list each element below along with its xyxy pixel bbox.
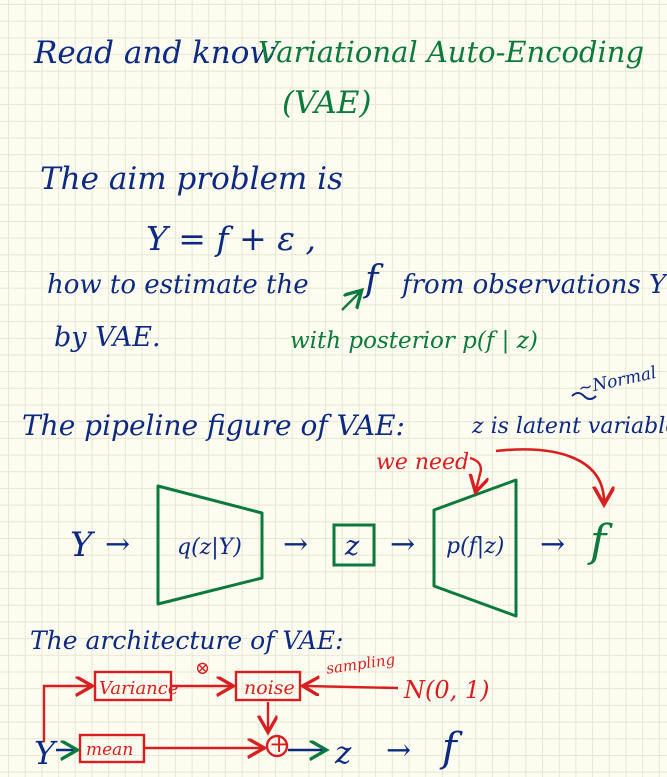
mean-box	[78, 733, 146, 764]
pipeline-output: f	[590, 516, 607, 567]
architecture-noise: noise	[244, 677, 295, 699]
problem-by: by VAE.	[54, 322, 161, 353]
architecture-normal: N(0, 1)	[404, 676, 490, 704]
architecture-mean: mean	[86, 740, 134, 760]
f-pointer-arrow	[341, 292, 360, 311]
problem-question-tail: from observations Y	[402, 270, 667, 300]
pipeline-input: Y	[70, 525, 93, 565]
encoder-trapezoid	[156, 484, 264, 606]
architecture-input: Y	[34, 734, 56, 772]
architecture-times: ⊗	[195, 658, 211, 679]
problem-equation: Y = f + ε ,	[146, 219, 316, 258]
plus-node	[265, 734, 289, 758]
we-need-arrow	[470, 456, 481, 490]
pipeline-latent-note: z is latent variable	[472, 414, 667, 439]
decoder-to-f-arrow	[495, 448, 604, 502]
architecture-latent: z	[335, 735, 352, 771]
title-topic: Variational Auto-Encoding	[258, 35, 645, 69]
y-to-variance-arrow	[42, 686, 90, 742]
pipeline-arrow-3: →	[390, 527, 416, 562]
architecture-variance: Variance	[99, 678, 179, 699]
problem-question: how to estimate the	[47, 270, 309, 300]
pipeline-arrow-2: →	[283, 527, 309, 562]
problem-intro: The aim problem is	[40, 161, 343, 197]
variance-box	[93, 670, 173, 702]
pipeline-latent: z	[345, 531, 360, 562]
pipeline-decoder: p(f|z)	[446, 534, 505, 559]
problem-f-symbol: f	[365, 259, 379, 300]
architecture-arrow: →	[386, 733, 412, 768]
normal-tilde	[571, 392, 597, 400]
pipeline-arrow-4: →	[540, 527, 566, 562]
architecture-output: f	[442, 725, 457, 771]
title-prefix: Read and know	[34, 35, 276, 71]
title-abbr: (VAE)	[282, 85, 372, 121]
pipeline-we-need: we need	[376, 450, 470, 475]
latent-box	[332, 523, 376, 567]
architecture-heading: The architecture of VAE:	[30, 626, 344, 655]
pipeline-arrow-1: →	[105, 527, 131, 562]
problem-note: with posterior p(f | z)	[290, 328, 538, 354]
decoder-trapezoid	[432, 478, 518, 618]
pipeline-heading: The pipeline figure of VAE:	[22, 409, 405, 442]
sampling-arrow	[305, 686, 399, 688]
pipeline-encoder: q(z|Y)	[177, 535, 242, 560]
noise-box	[234, 670, 302, 702]
